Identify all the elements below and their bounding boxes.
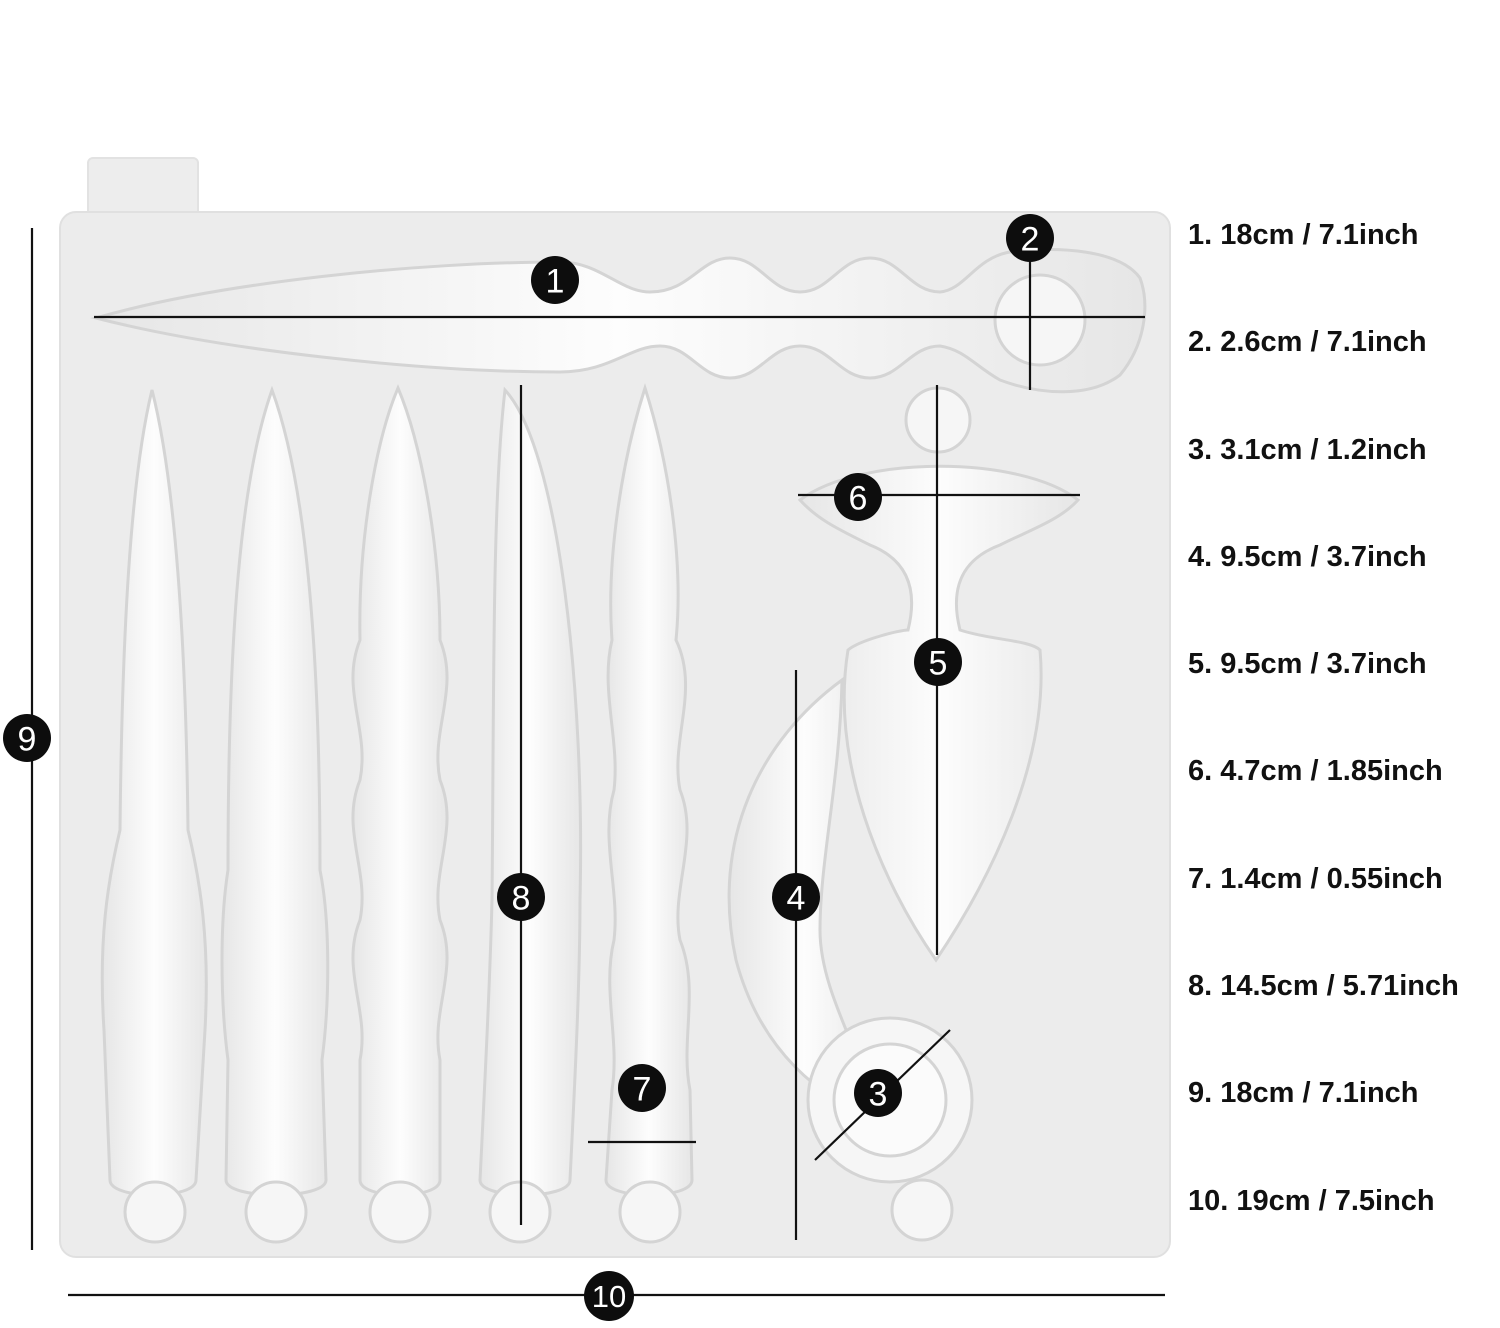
- dimension-4: 4. 9.5cm / 3.7inch: [1188, 540, 1427, 573]
- marker-4-label: 4: [787, 879, 806, 917]
- marker-4: 4: [772, 873, 820, 921]
- cavity-dagger-5: [604, 383, 694, 1244]
- marker-2-label: 2: [1021, 220, 1040, 258]
- marker-7-label: 7: [633, 1070, 652, 1108]
- dimension-10: 10. 19cm / 7.5inch: [1188, 1184, 1435, 1217]
- dimension-2: 2. 2.6cm / 7.1inch: [1188, 326, 1427, 359]
- marker-1-label: 1: [546, 262, 565, 300]
- dimension-9: 9. 18cm / 7.1inch: [1188, 1077, 1419, 1110]
- dimension-5: 5. 9.5cm / 3.7inch: [1188, 648, 1427, 681]
- marker-9-label: 9: [18, 720, 37, 758]
- marker-8: 8: [497, 873, 545, 921]
- dimension-3: 3. 3.1cm / 1.2inch: [1188, 433, 1427, 466]
- marker-5: 5: [914, 638, 962, 686]
- cavity-dagger-2: [220, 385, 330, 1244]
- marker-9: 9: [3, 714, 51, 762]
- marker-8-label: 8: [512, 879, 531, 917]
- marker-10: 10: [584, 1271, 634, 1321]
- marker-10-label: 10: [592, 1279, 626, 1314]
- marker-6: 6: [834, 473, 882, 521]
- marker-3: 3: [854, 1069, 902, 1117]
- dimension-6: 6. 4.7cm / 1.85inch: [1188, 755, 1443, 788]
- marker-5-label: 5: [929, 644, 948, 682]
- cavity-dagger-4: [478, 386, 583, 1244]
- cavity-long-dagger: [90, 248, 1147, 394]
- marker-7: 7: [618, 1064, 666, 1112]
- cavity-dagger-1: [100, 389, 208, 1244]
- marker-3-label: 3: [869, 1075, 888, 1113]
- marker-1: 1: [531, 256, 579, 304]
- marker-6-label: 6: [849, 479, 868, 517]
- dimension-7: 7. 1.4cm / 0.55inch: [1188, 862, 1443, 895]
- dimension-list: 1. 18cm / 7.1inch 2. 2.6cm / 7.1inch 3. …: [1188, 212, 1500, 1285]
- dimension-8: 8. 14.5cm / 5.71inch: [1188, 970, 1459, 1003]
- marker-2: 2: [1006, 214, 1054, 262]
- dimension-1: 1. 18cm / 7.1inch: [1188, 219, 1419, 251]
- cavity-dagger-3: [351, 384, 449, 1244]
